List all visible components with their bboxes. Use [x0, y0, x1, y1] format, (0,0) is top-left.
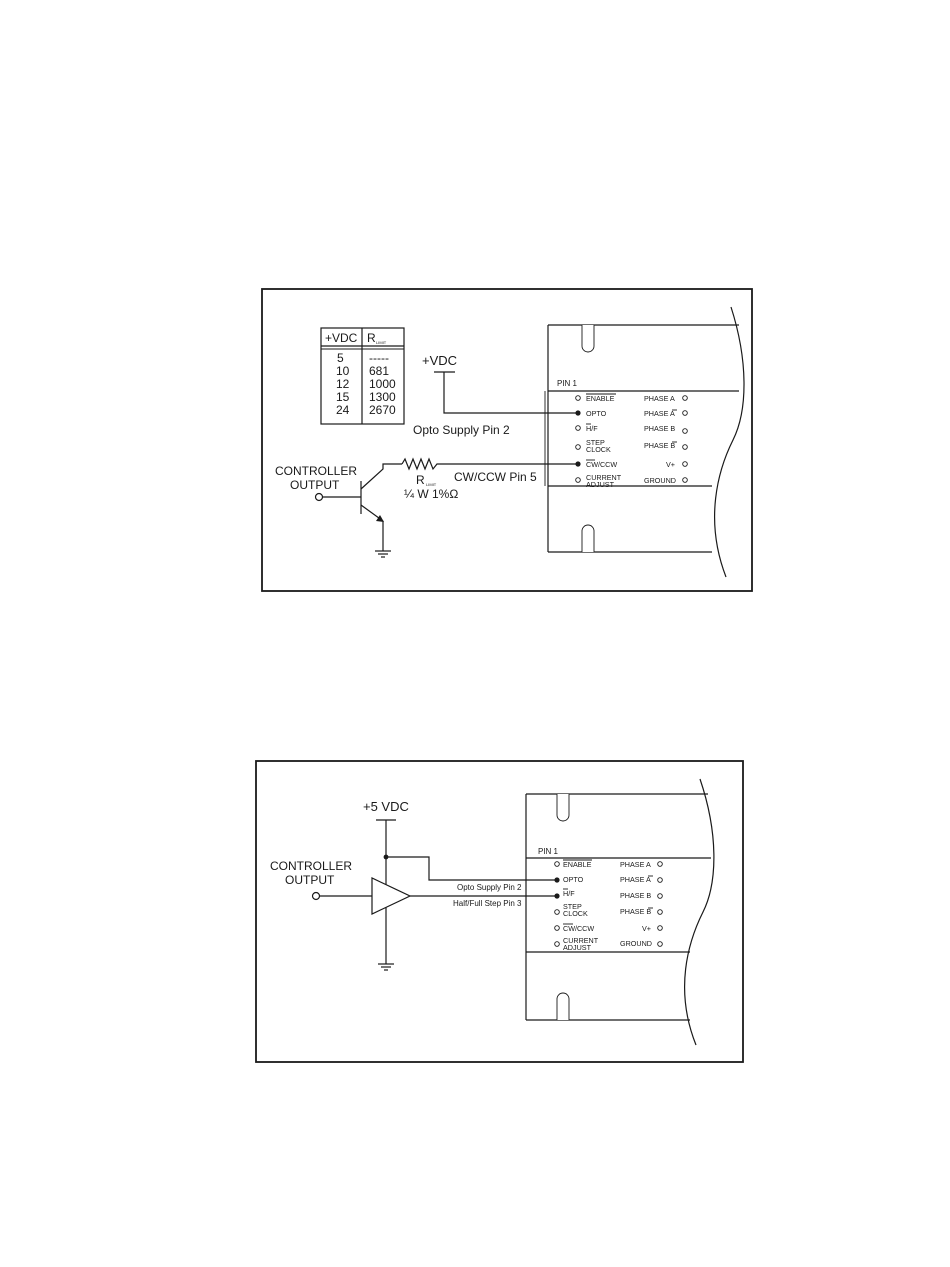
resistor-value-table: +VDC R LIMIT 5 ----- 10 681 12 1000 15 1… [320, 327, 405, 425]
controller-output-terminal-2 [311, 891, 321, 901]
diagram-1: +VDC R LIMIT 5 ----- 10 681 12 1000 15 1… [261, 288, 753, 592]
pin1-label-2: PIN 1 [538, 847, 559, 856]
pin-phase-a-1: PHASE A [644, 394, 675, 403]
pin-current-2: CURRENT [563, 936, 599, 945]
halffull-label: Half/Full Step Pin 3 [453, 899, 522, 908]
opto-supply-label-2: Opto Supply Pin 2 [457, 883, 522, 892]
pin-enable-1: ENABLE [586, 394, 615, 403]
pin-phase-b-bar-2: PHASE B [620, 907, 651, 916]
diagram-2-frame [255, 760, 744, 1063]
vdc-label-2: +5 VDC [363, 799, 409, 814]
table-vdc-2: 12 [336, 377, 350, 391]
buffer-amplifier [371, 877, 412, 915]
pin-enable-2: ENABLE [563, 860, 592, 869]
pin1-label-1: PIN 1 [557, 379, 578, 388]
pin-phase-b-bar-1: PHASE B [644, 441, 675, 450]
pin-adjust-1: ADJUST [586, 480, 615, 489]
table-r-0: ----- [369, 351, 389, 365]
pin-vplus-1: V+ [666, 460, 675, 469]
ground-symbol-2 [378, 963, 394, 971]
table-r-2: 1000 [369, 377, 396, 391]
table-vdc-4: 24 [336, 403, 350, 417]
pin-cwccw-2: CW/CCW [563, 924, 594, 933]
pin-ground-1: GROUND [644, 476, 676, 485]
controller-label-2b: OUTPUT [285, 873, 335, 887]
pin-vplus-2: V+ [642, 924, 651, 933]
driver-board-2: PIN 1 ENABLE OPTO H/F STEP CLOCK CW/CCW … [525, 778, 715, 1046]
diagram-2: +5 VDC CONTROLLER OUTPUT Opto Supply Pin… [255, 760, 744, 1063]
pin-opto-2: OPTO [563, 875, 584, 884]
opto-wire-1 [443, 372, 578, 414]
table-vdc-0: 5 [337, 351, 344, 365]
pin-phase-a-2: PHASE A [620, 860, 651, 869]
pin-phase-a-bar-1: PHASE A [644, 409, 675, 418]
table-vdc-3: 15 [336, 390, 350, 404]
driver-board-1: PIN 1 ENABLE OPTO H/F STEP CLOCK CW/CCW … [544, 306, 745, 578]
controller-label-1b: OUTPUT [290, 478, 340, 492]
pin-ground-2: GROUND [620, 939, 652, 948]
resistor-limit [401, 457, 443, 471]
opto-supply-label-1: Opto Supply Pin 2 [413, 423, 510, 437]
pin-clock-1: CLOCK [586, 445, 611, 454]
diagram-1-frame [261, 288, 753, 592]
pin-clock-2: CLOCK [563, 909, 588, 918]
table-r-3: 1300 [369, 390, 396, 404]
pin-step-2: STEP [563, 902, 582, 911]
ground-symbol-1 [375, 550, 391, 558]
vdc-label-1: +VDC [422, 353, 457, 368]
table-header-r-sub: LIMIT [376, 340, 387, 345]
controller-label-1a: CONTROLLER [275, 464, 357, 478]
pin-current-1: CURRENT [586, 473, 622, 482]
resistor-spec: ¼ W 1%Ω [404, 487, 458, 501]
pin-cwccw-1: CW/CCW [586, 460, 617, 469]
resistor-label: R [416, 473, 425, 487]
pin-phase-b-2: PHASE B [620, 891, 651, 900]
pin-adjust-2: ADJUST [563, 943, 592, 952]
opto-wire-2 [386, 856, 557, 881]
table-r-4: 2670 [369, 403, 396, 417]
table-r-1: 681 [369, 364, 389, 378]
transistor-collector [360, 463, 402, 490]
table-vdc-1: 10 [336, 364, 350, 378]
resistor-label-sub: LIMIT [426, 482, 437, 487]
controller-output-terminal-1 [314, 492, 324, 502]
pin-hf-1: H/F [586, 424, 598, 433]
table-header-vdc: +VDC [325, 331, 358, 345]
pin-hf-2: H/F [563, 889, 575, 898]
pin-phase-a-bar-2: PHASE A [620, 875, 651, 884]
controller-label-2a: CONTROLLER [270, 859, 352, 873]
pin-step-1: STEP [586, 438, 605, 447]
pin-opto-1: OPTO [586, 409, 607, 418]
cwccw-pin-label: CW/CCW Pin 5 [454, 470, 537, 484]
pin-phase-b-1: PHASE B [644, 424, 675, 433]
table-header-r: R [367, 331, 376, 345]
